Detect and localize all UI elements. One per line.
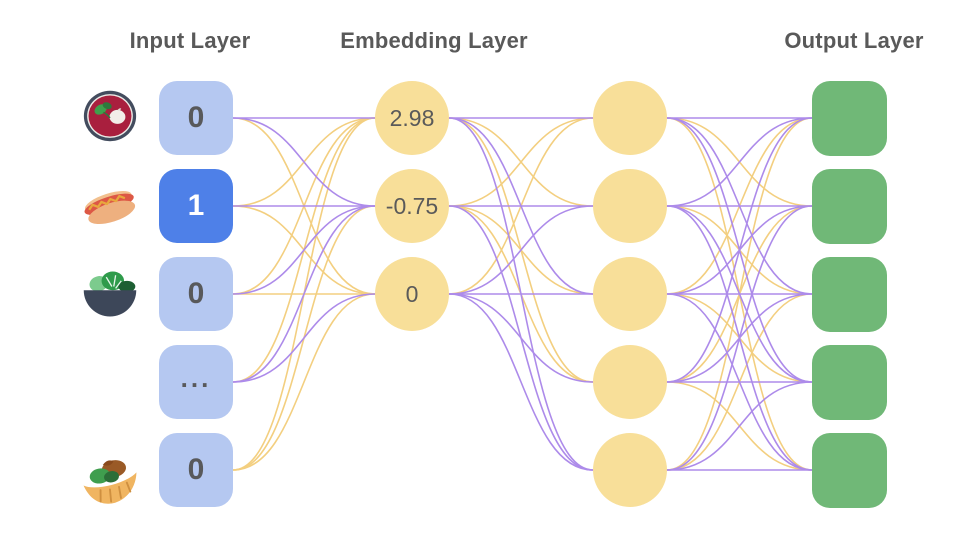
edge [448, 117, 594, 207]
edge [666, 205, 813, 471]
embedding-node-value: -0.75 [385, 192, 439, 219]
edge [232, 293, 376, 383]
edge [666, 117, 813, 383]
embedding-node: -0.75 [375, 169, 449, 243]
hidden-node [593, 169, 667, 243]
pita-icon [83, 460, 137, 504]
input-node-ellipsis: ... [159, 345, 233, 419]
output-node [812, 345, 887, 420]
hidden-node [593, 345, 667, 419]
output-node [812, 169, 887, 244]
input-node-value: 1 [187, 189, 205, 222]
edge [232, 117, 376, 207]
hidden-node [593, 433, 667, 507]
edge [448, 293, 594, 383]
input-node-value: 0 [187, 101, 205, 134]
input-node-value: 0 [187, 277, 205, 310]
hot-dog-icon [84, 190, 136, 225]
embedding-node-value: 2.98 [389, 104, 435, 131]
input-node-value: 0 [187, 453, 205, 486]
edge [666, 117, 813, 207]
input-node: 0 [159, 81, 233, 155]
embedding-node: 2.98 [375, 81, 449, 155]
hidden-node [593, 81, 667, 155]
output-node [812, 433, 887, 508]
input-node-value: ... [180, 362, 212, 393]
edge [448, 293, 594, 471]
input-layer-title: Input Layer [129, 28, 251, 53]
edge [666, 381, 813, 471]
input-node: 0 [159, 433, 233, 507]
edge [448, 205, 594, 295]
hidden-node [593, 257, 667, 331]
salad-icon [83, 271, 137, 317]
edge [232, 205, 376, 295]
edge [232, 293, 376, 471]
embedding-node: 0 [375, 257, 449, 331]
output-node [812, 257, 887, 332]
input-node-selected: 1 [159, 169, 233, 243]
edge [232, 205, 376, 383]
output-layer-title: Output Layer [784, 28, 924, 53]
embedding-node-value: 0 [405, 280, 419, 307]
borscht-icon [83, 90, 137, 142]
output-node [812, 81, 887, 156]
input-node: 0 [159, 257, 233, 331]
embedding-layer-title: Embedding Layer [340, 28, 528, 53]
